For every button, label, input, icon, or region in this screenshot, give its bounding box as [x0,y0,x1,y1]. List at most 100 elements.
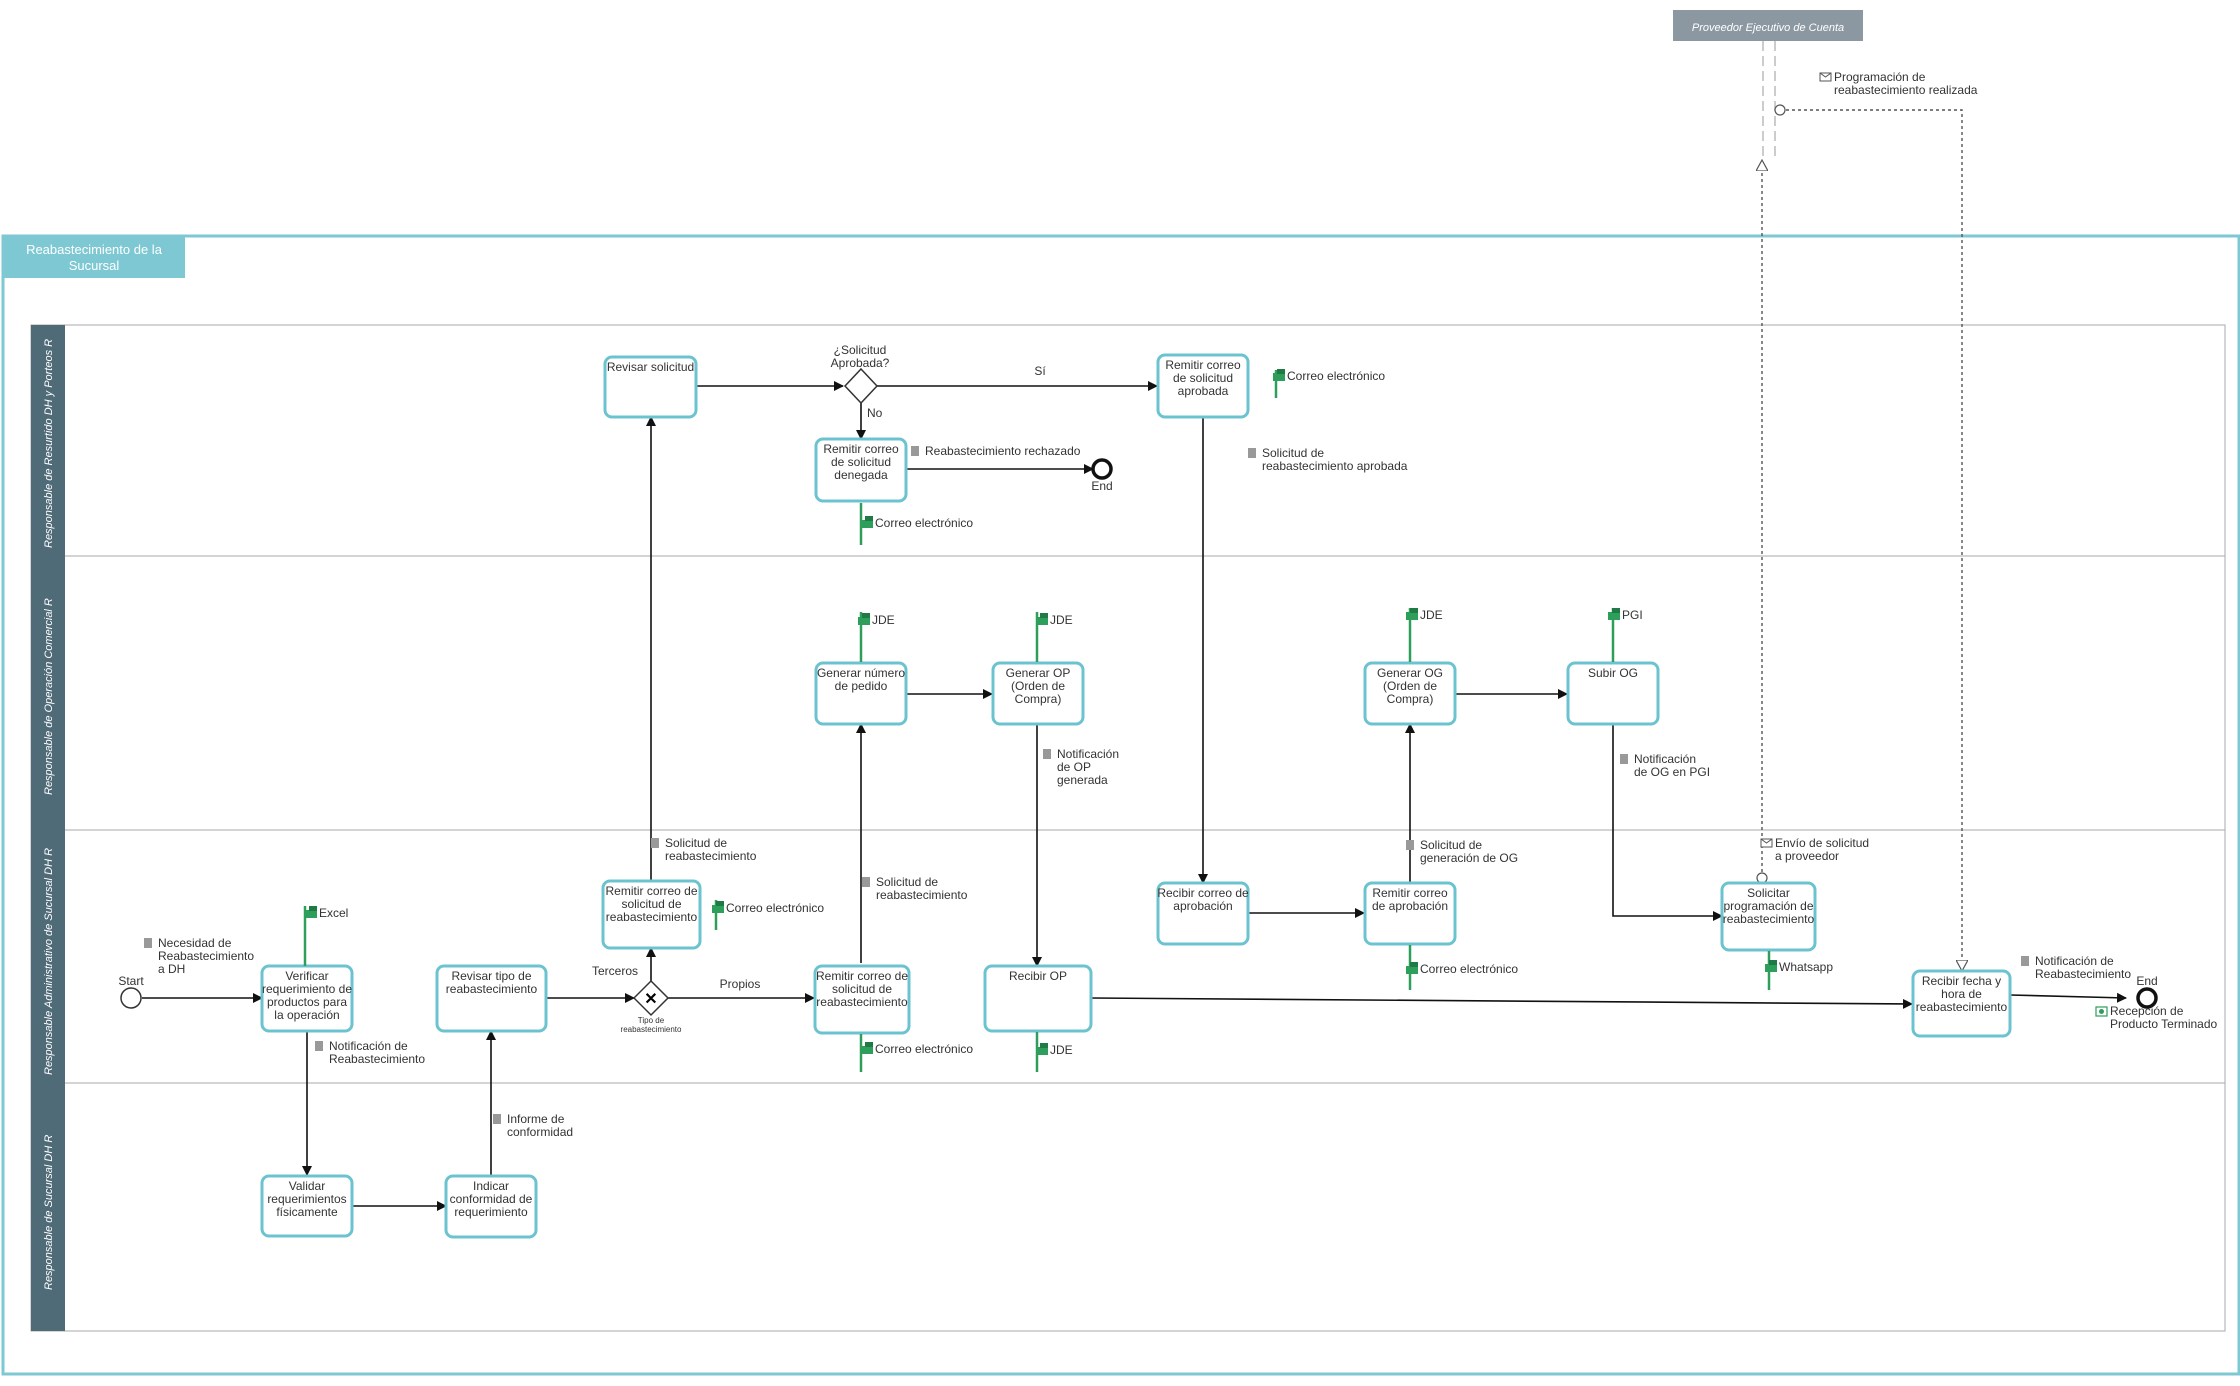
annotation-text: Necesidad de [158,936,232,950]
task-label: solicitud de [621,897,681,911]
tool-icon [305,906,317,918]
task-label: de aprobación [1372,899,1448,913]
annotation-text: Correo electrónico [875,516,973,530]
end-event-1-label: End [1091,479,1112,493]
gateway-tipo[interactable]: ✕ Tipo de reabastecimiento Terceros Prop… [592,964,760,1034]
tool-icon [861,1042,873,1054]
annotation-text: Whatsapp [1779,960,1833,974]
task-label: programación de [1723,899,1813,913]
external-pool[interactable]: Proveedor Ejecutivo de Cuenta [1673,10,1863,160]
lanes: Responsable de Resurtido DH y Porteos R … [30,324,2226,1332]
annotation-text: Envío de solicitud [1775,836,1869,850]
envelope-icon [1819,72,1832,82]
task-label: Subir OG [1588,666,1638,680]
task-label: Solicitar [1747,886,1790,900]
annotation-text: Correo electrónico [875,1042,973,1056]
annotation-correo-solicitud-2: Correo electrónico [859,1034,973,1072]
task-label: requerimientos [267,1192,346,1206]
task-recibir-op[interactable]: Recibir OP [983,964,1093,1033]
task-label: la operación [274,1008,339,1022]
image-icon [2095,1006,2108,1017]
lane-header-3[interactable] [31,830,65,1083]
task-label: Remitir correo [1372,886,1448,900]
start-event[interactable]: Start [118,974,144,1009]
annotation-text: generación de OG [1420,851,1518,865]
exclusive-gateway-x-icon: ✕ [644,991,657,1008]
annotation-text: Correo electrónico [726,901,824,915]
task-label: Remitir correo de [605,884,697,898]
tool-icon [1406,962,1418,974]
lane-header-2[interactable] [31,556,65,830]
gateway-tipo-label-2: reabastecimiento [621,1025,682,1034]
document-icon [1043,749,1051,759]
annotation-text: de OP [1057,760,1091,774]
tool-icon [1608,608,1620,620]
gateway-no-label: No [867,406,883,420]
annotation-text: Solicitud de [665,836,727,850]
tool-icon [712,901,724,913]
gateway-terceros-label: Terceros [592,964,638,978]
annotation-reab-rechazado: Reabastecimiento rechazado [911,444,1081,458]
tool-icon [858,613,870,625]
task-label: requerimiento [454,1205,528,1219]
annotation-jde-recibir: JDE [1035,1032,1073,1072]
pool-title-line1: Reabastecimiento de la [26,242,163,257]
pool-title-line2: Sucursal [69,258,120,273]
document-icon [1406,840,1414,850]
flow-recibir-fecha-end [2009,992,2127,1003]
lane-header-1[interactable] [31,325,65,556]
task-label: reabastecimiento [1916,1000,2008,1014]
annotation-text: Notificación [1057,747,1119,761]
task-label: aprobada [1178,384,1229,398]
gateway-tipo-label-1: Tipo de [638,1016,665,1025]
tool-icon [861,516,873,528]
task-label: Remitir correo [1165,358,1241,372]
task-label: Indicar [473,1179,509,1193]
tool-icon [1036,613,1048,625]
task-label: (Orden de [1383,679,1437,693]
task-label: Verificar [285,969,328,983]
end-event-rechazado[interactable]: End [1091,458,1113,493]
document-icon [315,1041,323,1051]
task-label: Revisar solicitud [607,360,694,374]
annotation-text: Correo electrónico [1287,369,1385,383]
main-pool[interactable]: Reabastecimiento de la Sucursal [1,234,2240,1376]
annotation-jde-3: JDE [1406,608,1443,662]
task-label: aprobación [1173,899,1232,913]
end-event-final[interactable]: End [2136,974,2158,1009]
annotation-text: Recepción de [2110,1004,2184,1018]
task-revisar-solicitud[interactable]: Revisar solicitud [603,355,698,419]
annotation-jde-2: JDE [1035,612,1073,662]
gateway-aprobada[interactable]: ¿Solicitud Aprobada? Sí No [831,343,1047,420]
task-label: Generar número [817,666,905,680]
task-subir-og[interactable]: Subir OG [1566,661,1660,726]
task-label: reabastecimiento [816,995,908,1009]
gateway-aprobada-label-1: ¿Solicitud [834,343,887,357]
annotation-correo-aprobacion: Correo electrónico [1406,945,1518,990]
task-label: reabastecimiento [606,910,698,924]
annotation-text: Reabastecimiento [158,949,254,963]
lane-header-4[interactable] [31,1083,65,1331]
